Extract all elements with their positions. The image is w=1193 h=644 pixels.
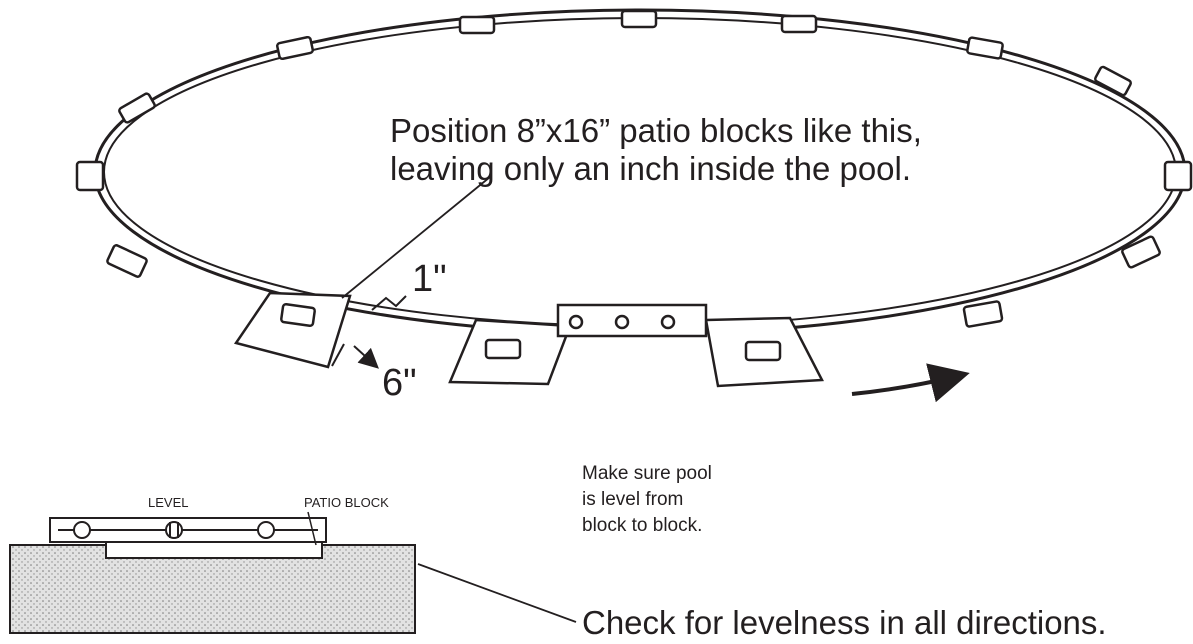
direction-arrow-icon — [851, 363, 970, 403]
callout-levelness: Check for levelness in all directions. — [582, 604, 1107, 641]
dimension-6-inch-label: 6" — [382, 362, 417, 404]
level-tool — [556, 303, 708, 338]
callout-patio-blocks-line1: Position 8”x16” patio blocks like this, — [390, 112, 922, 149]
dimension-1-inch-label: 1" — [412, 258, 447, 300]
callout-leader-levelness — [417, 563, 577, 623]
patio-blocks — [233, 291, 824, 388]
block-plates — [280, 302, 782, 362]
label-patio-block: PATIO BLOCK — [304, 495, 389, 510]
callout-patio-blocks-line2: leaving only an inch inside the pool. — [390, 150, 912, 187]
bottom-plates — [75, 9, 1193, 328]
label-level: LEVEL — [148, 495, 189, 510]
dimension-6-inch-arrow — [331, 343, 379, 369]
level-detail — [9, 511, 416, 634]
callout-level-line1: Make sure pool — [582, 463, 712, 484]
callout-leader-blocks — [341, 176, 491, 299]
callout-level-line3: block to block. — [582, 515, 703, 536]
detail-patio-block — [105, 540, 323, 559]
dimension-1-inch-marker — [371, 295, 407, 311]
callout-level-line2: is level from — [582, 489, 684, 510]
